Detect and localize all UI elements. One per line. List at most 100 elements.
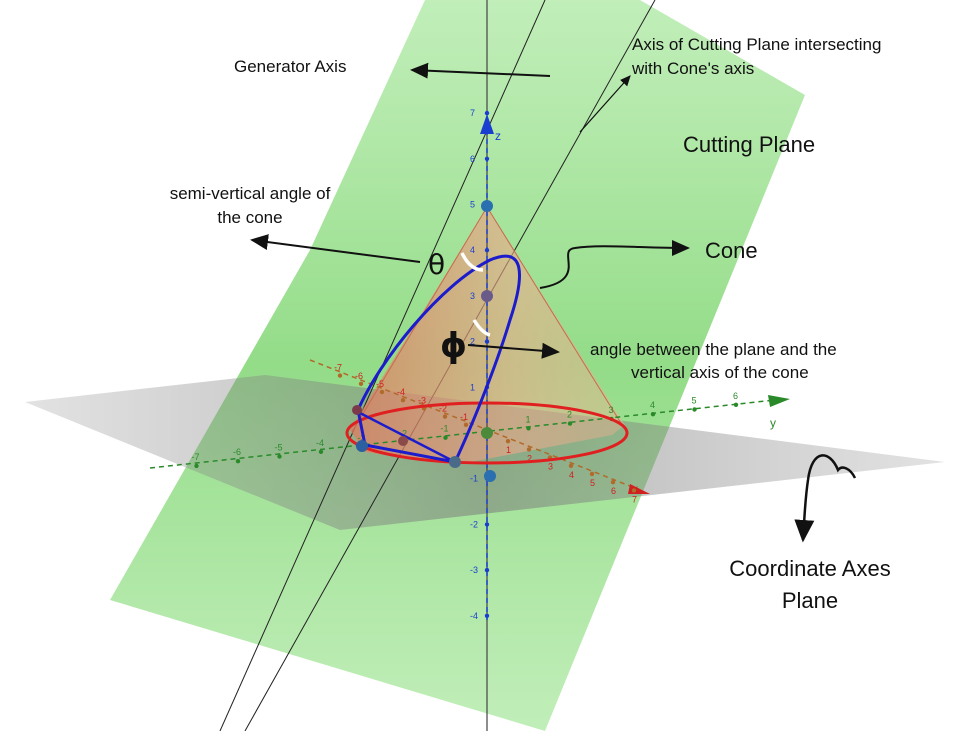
- y-tick-label: -4: [316, 438, 324, 448]
- theta-symbol: θ: [428, 248, 446, 281]
- y-axis-arrow: [768, 395, 790, 407]
- phi-arc: [472, 319, 491, 337]
- z-tick-label: -3: [470, 565, 478, 575]
- x-tick-mark: [526, 447, 532, 452]
- x-tick-label: -4: [397, 387, 405, 397]
- x-tick-mark: [379, 389, 385, 395]
- cone-right-edge: [486, 206, 625, 429]
- section-center-point: [481, 290, 493, 302]
- y-tick-mark: [277, 454, 282, 459]
- x-tick-label: -1: [460, 412, 468, 422]
- y-tick-mark: [650, 412, 656, 417]
- y-tick-label: 3: [609, 405, 614, 415]
- y-tick-mark: [692, 407, 697, 412]
- x-tick-label: -2: [439, 404, 447, 414]
- semi-vertical-arrow: [250, 234, 421, 263]
- z-tick-label: 5: [470, 200, 475, 210]
- z-tick-label: 2: [470, 337, 475, 347]
- y-tick-label: -5: [275, 443, 283, 453]
- angle-plane-label-line1: angle between the plane and the: [590, 340, 837, 359]
- x-tick-label: -7: [334, 363, 342, 373]
- below-origin-point: [484, 470, 496, 482]
- theta-arc: [460, 252, 484, 272]
- y-tick-label: -6: [233, 447, 241, 457]
- x-tick-label: 5: [590, 478, 595, 488]
- coord-plane-arrow: [794, 454, 857, 543]
- coord-plane-label-line2: Plane: [781, 588, 839, 613]
- x-tick-mark: [610, 480, 616, 485]
- y-tick-label: 4: [650, 400, 655, 410]
- x-tick-label: 7: [632, 494, 637, 504]
- conic-section-ellipse: [356, 254, 521, 464]
- origin-point: [481, 427, 493, 439]
- cone-arrow: [539, 239, 690, 289]
- y-axis: [149, 399, 776, 469]
- coord-plane-label-line1: Coordinate Axes: [729, 556, 891, 581]
- x-tick-mark: [442, 414, 448, 419]
- y-tick-label: -7: [192, 452, 200, 462]
- y-tick-label: 1: [526, 414, 531, 424]
- z-tick-mark: [484, 248, 490, 253]
- cutting-plane-label: Cutting Plane: [683, 132, 816, 157]
- z-tick-label: -4: [470, 611, 478, 621]
- z-axis-arrow: [480, 114, 494, 134]
- y-axis-label: y: [770, 416, 776, 430]
- base-point-2: [356, 440, 368, 452]
- semi-vertical-label-line2: the cone: [217, 208, 283, 227]
- z-tick-mark: [484, 110, 490, 116]
- x-tick-mark: [358, 381, 364, 386]
- x-tick-label: -5: [376, 379, 384, 389]
- z-tick-label: 6: [470, 154, 475, 164]
- section-chord: [357, 410, 456, 464]
- y-tick-label: 5: [692, 396, 697, 406]
- x-tick-mark: [568, 463, 574, 468]
- cutting-axis-arrow: [579, 75, 631, 133]
- y-tick-label: -2: [399, 428, 407, 438]
- x-tick-mark: [589, 471, 595, 477]
- phi-symbol: ϕ: [440, 326, 468, 366]
- y-tick-mark: [567, 421, 573, 426]
- z-tick-mark: [484, 522, 490, 527]
- x-tick-mark: [631, 488, 637, 493]
- x-tick-label: -6: [355, 371, 363, 381]
- cutting-axis-label-line1: Axis of Cutting Plane intersecting: [632, 35, 882, 54]
- y-tick-mark: [194, 463, 199, 469]
- z-tick-label: 4: [470, 245, 475, 255]
- z-tick-label: 7: [470, 108, 475, 118]
- x-tick-label: 4: [569, 470, 574, 480]
- apex-point: [481, 200, 493, 212]
- x-tick-label: 3: [548, 462, 553, 472]
- x-tick-label: 6: [611, 486, 616, 496]
- phi-arrow: [467, 342, 560, 359]
- y-tick-label: 6: [733, 391, 738, 401]
- y-tick-mark: [318, 449, 324, 454]
- y-tick-mark: [235, 459, 241, 464]
- cutting-axis-label-line2: with Cone's axis: [632, 59, 755, 78]
- base-point-4: [352, 405, 362, 415]
- x-tick-mark: [337, 373, 343, 378]
- z-tick-label: -2: [470, 519, 478, 529]
- y-tick-label: -1: [441, 424, 449, 434]
- semi-vertical-label-line1: semi-vertical angle of: [169, 184, 331, 203]
- angle-plane-label-line2: vertical axis of the cone: [631, 363, 809, 382]
- cone-label: Cone: [705, 238, 758, 263]
- z-tick-mark: [484, 156, 490, 161]
- base-point-3: [398, 436, 408, 446]
- x-tick-mark: [505, 439, 511, 444]
- z-tick-mark: [484, 339, 490, 344]
- x-tick-mark: [463, 422, 469, 427]
- z-tick-label: -1: [470, 474, 478, 484]
- x-tick-label: -3: [418, 395, 426, 405]
- y-tick-mark: [733, 402, 739, 407]
- generator-axis-arrow: [410, 62, 551, 79]
- y-tick-label: -3: [358, 433, 366, 443]
- y-tick-mark: [443, 435, 448, 440]
- y-tick-mark: [526, 426, 531, 431]
- generator-axis-label: Generator Axis: [234, 57, 347, 76]
- z-tick-mark: [484, 613, 490, 618]
- z-tick-label: 3: [470, 291, 475, 301]
- y-tick-label: 2: [567, 410, 572, 420]
- x-tick-mark: [400, 398, 406, 403]
- z-tick-label: 1: [470, 382, 475, 392]
